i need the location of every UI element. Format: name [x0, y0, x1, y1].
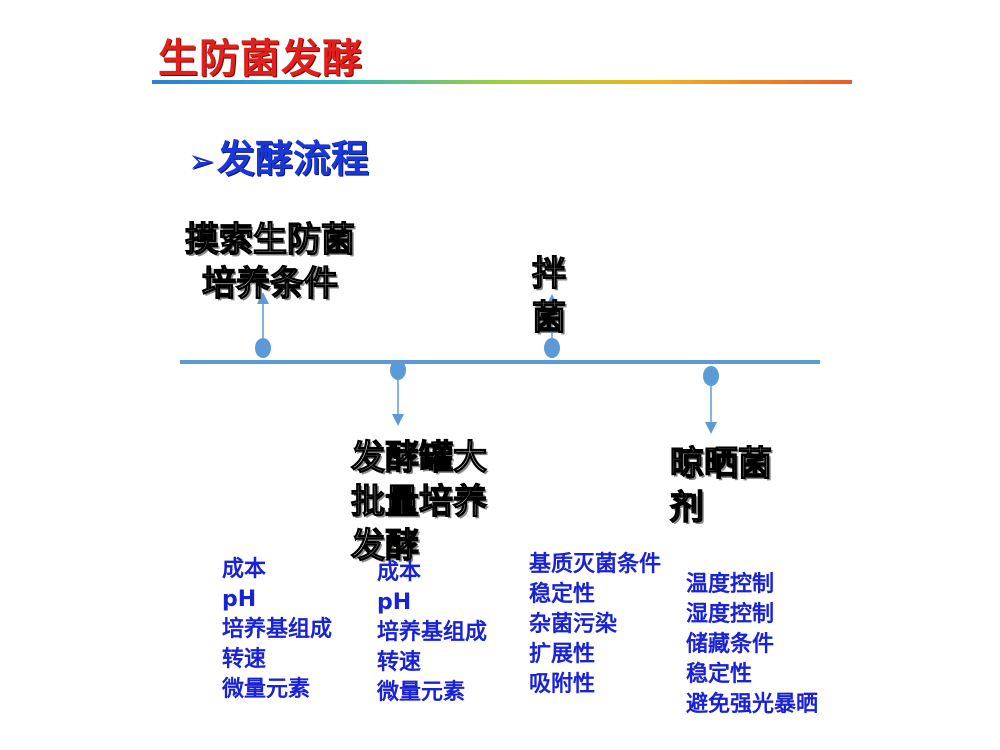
note-item: 杂菌污染 — [529, 612, 618, 637]
stage-4-line-2: 剂 — [669, 487, 704, 528]
stage-4-line-1: 晾晒菌 — [669, 443, 772, 484]
stage-4-label: 晾晒菌 剂 — [669, 442, 772, 530]
stage-1-notes: 成本 pH 培养基组成 转速 微量元素 — [222, 555, 332, 705]
stage-1-label: 摸索生防菌 培养条件 — [172, 218, 368, 306]
note-item: 成本 — [377, 560, 422, 585]
stage-3-line-2: 菌 — [531, 297, 566, 338]
timeline-node-1 — [255, 338, 271, 358]
note-item: pH — [377, 590, 412, 615]
stage-4-notes: 温度控制 湿度控制 储藏条件 稳定性 避免强光暴晒 — [686, 570, 818, 720]
note-item: 培养基组成 — [222, 617, 333, 642]
note-item: pH — [222, 587, 257, 612]
title-divider — [152, 80, 852, 84]
note-item: 避免强光暴晒 — [686, 692, 819, 717]
note-item: 吸附性 — [529, 672, 596, 697]
page-title: 生防菌发酵 — [158, 36, 363, 82]
section-heading-text: 发酵流程 — [216, 137, 369, 181]
stage-1-line-2: 培养条件 — [201, 263, 338, 304]
note-item: 培养基组成 — [377, 620, 488, 645]
stage-2-line-2: 批量培养 — [350, 481, 487, 522]
timeline-node-4 — [703, 366, 719, 386]
note-item: 基质灭菌条件 — [529, 552, 662, 577]
note-item: 微量元素 — [377, 680, 466, 705]
timeline-node-3 — [544, 338, 560, 358]
stage-1-line-1: 摸索生防菌 — [184, 219, 355, 260]
note-item: 转速 — [222, 647, 267, 672]
stage-2-line-3: 发酵 — [350, 525, 419, 566]
timeline-node-2 — [390, 360, 406, 380]
note-item: 稳定性 — [686, 662, 753, 687]
note-item: 湿度控制 — [686, 602, 775, 627]
stage-3-label: 拌 菌 — [531, 252, 566, 340]
note-item: 扩展性 — [529, 642, 596, 667]
note-item: 温度控制 — [686, 572, 775, 597]
stage-3-line-1: 拌 — [531, 253, 566, 294]
arrow-bullet-icon: ➢ — [188, 142, 215, 180]
stage-2-line-1: 发酵罐大 — [350, 437, 487, 478]
stage-2-notes: 成本 pH 培养基组成 转速 微量元素 — [377, 558, 487, 708]
section-heading: ➢发酵流程 — [188, 128, 369, 183]
stage-2-label: 发酵罐大 批量培养 发酵 — [350, 436, 487, 568]
note-item: 稳定性 — [529, 582, 596, 607]
note-item: 转速 — [377, 650, 422, 675]
note-item: 微量元素 — [222, 677, 311, 702]
note-item: 储藏条件 — [686, 632, 775, 657]
stage-3-notes: 基质灭菌条件 稳定性 杂菌污染 扩展性 吸附性 — [529, 550, 661, 700]
note-item: 成本 — [222, 557, 267, 582]
